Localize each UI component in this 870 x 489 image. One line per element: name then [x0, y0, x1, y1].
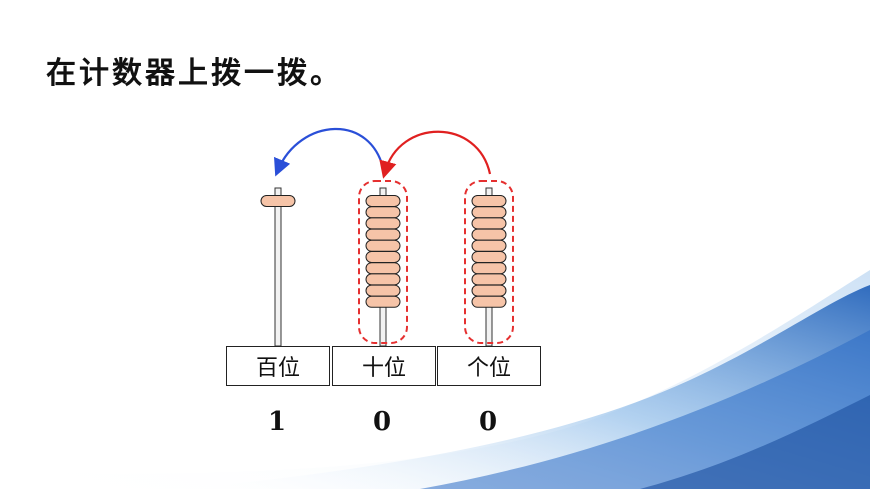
- abacus-bead: [471, 262, 507, 275]
- abacus-bead: [471, 295, 507, 308]
- digit-tens: 0: [372, 407, 392, 437]
- abacus-bead: [365, 217, 401, 230]
- dashed-group-outline: [464, 180, 514, 344]
- abacus-bead: [365, 206, 401, 219]
- abacus-bead: [471, 284, 507, 297]
- abacus-bead: [365, 273, 401, 286]
- abacus-beads: [260, 195, 507, 308]
- digit-hundreds: 1: [267, 407, 287, 437]
- abacus-bead: [471, 273, 507, 286]
- abacus-bead: [365, 251, 401, 263]
- abacus-bead: [471, 195, 507, 207]
- abacus-bead: [471, 228, 507, 241]
- place-label-hundreds: 百位: [226, 346, 330, 386]
- abacus-bead: [471, 239, 507, 252]
- curved-arrow-red-icon: [379, 130, 492, 179]
- page-title: 在计数器上拨一拨。: [46, 56, 343, 91]
- abacus-bead: [365, 284, 401, 297]
- abacus-bead: [365, 295, 401, 308]
- abacus-bead: [471, 206, 507, 219]
- place-label-ones: 个位: [437, 346, 541, 386]
- abacus-bead: [365, 262, 401, 275]
- abacus-bead: [260, 195, 296, 207]
- abacus-rod: [274, 187, 282, 347]
- abacus-bead: [365, 228, 401, 241]
- curved-arrow-blue-icon: [274, 127, 386, 177]
- dashed-group-outline: [358, 180, 408, 344]
- abacus-bead: [471, 217, 507, 230]
- bead-group-outlines: [358, 180, 514, 344]
- abacus-bead: [365, 195, 401, 207]
- abacus-bead: [471, 251, 507, 263]
- place-label-tens: 十位: [332, 346, 436, 386]
- abacus-bead: [365, 239, 401, 252]
- digit-ones: 0: [478, 407, 498, 437]
